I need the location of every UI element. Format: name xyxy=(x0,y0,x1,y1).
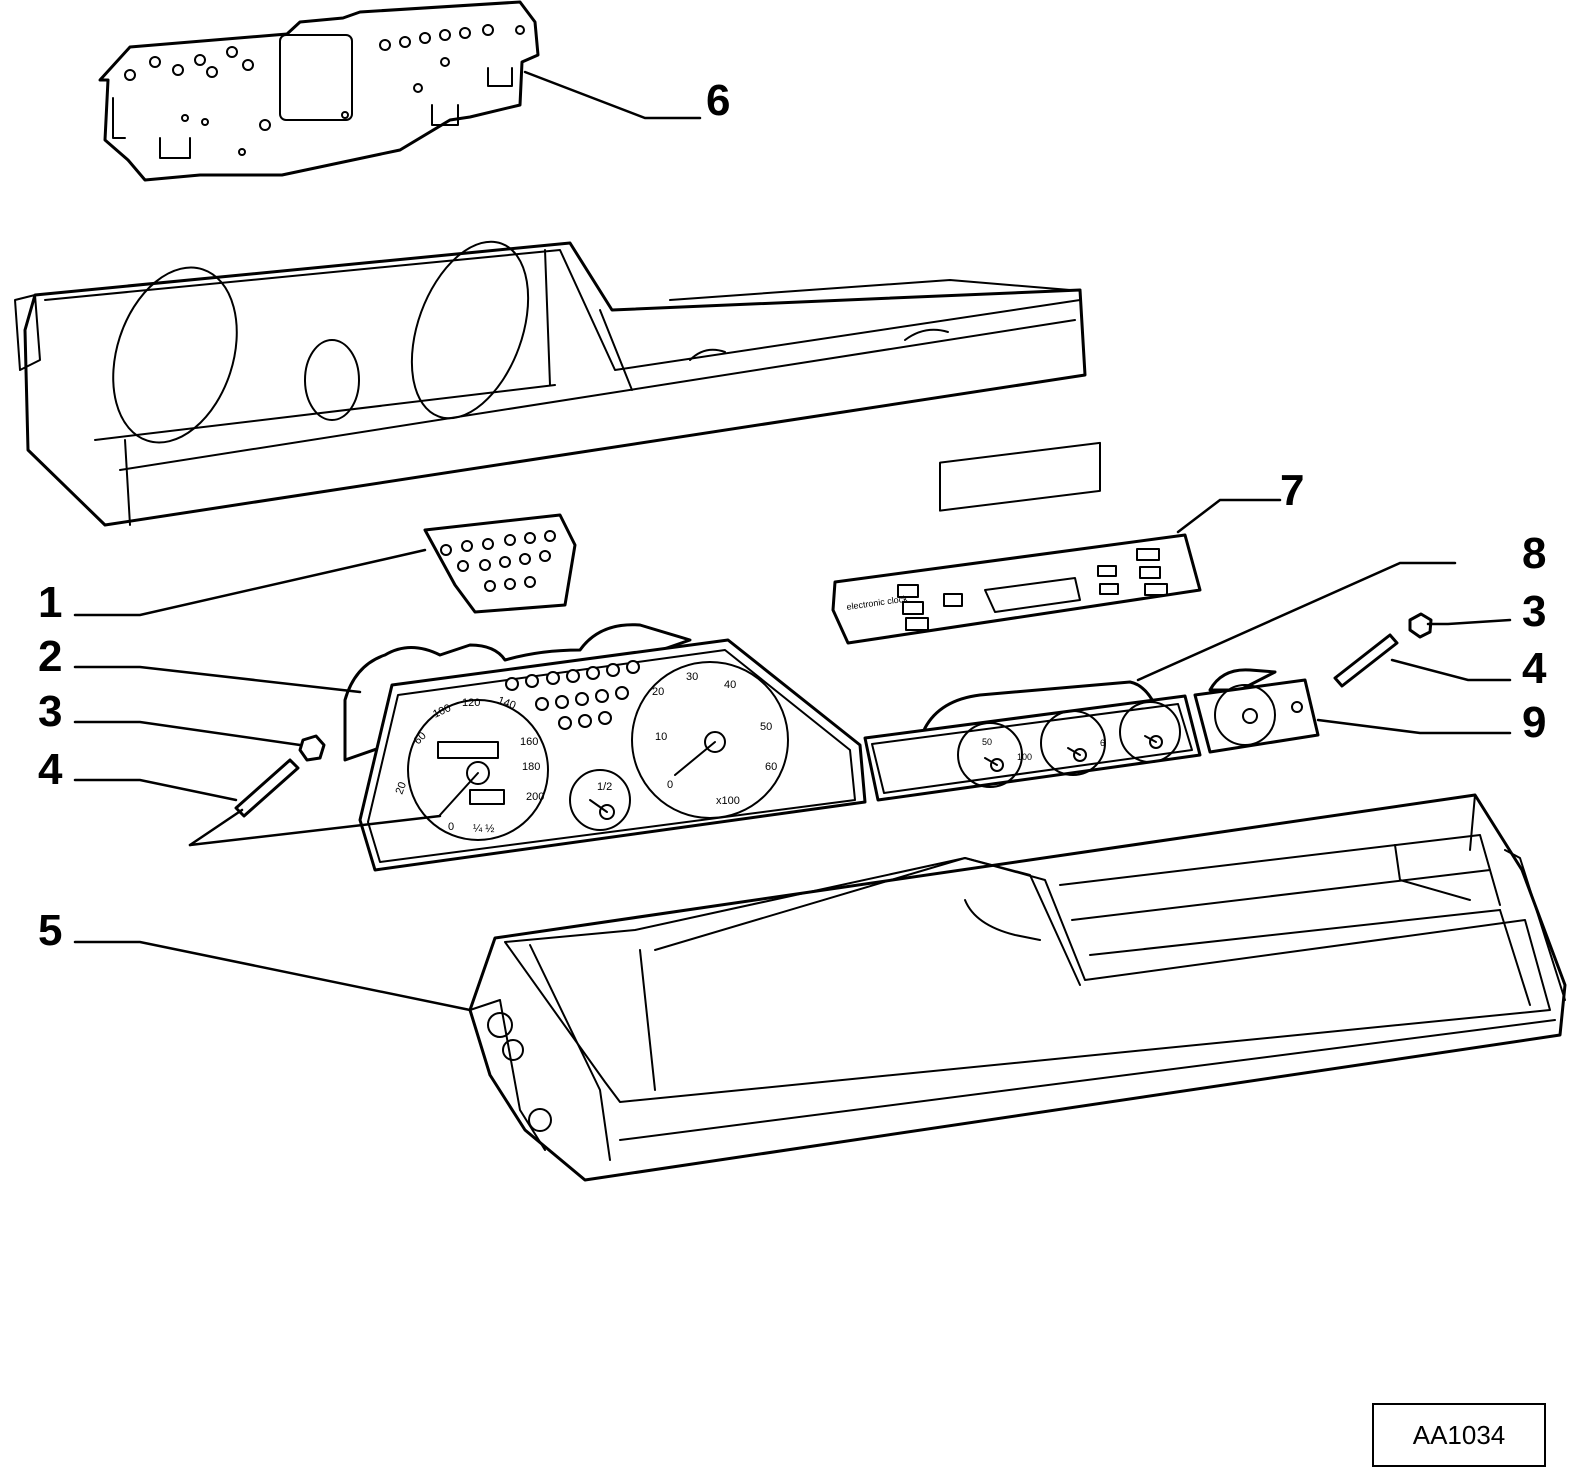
drawing-reference-code: AA1034 xyxy=(1372,1403,1546,1467)
instrument-cluster: 20 60 100 120 140 160 180 200 0 ¼ ½ 20 3… xyxy=(343,623,867,872)
svg-text:160: 160 xyxy=(520,736,538,748)
svg-text:40: 40 xyxy=(724,679,736,691)
callout-5: 5 xyxy=(38,906,62,955)
callout-1: 1 xyxy=(38,578,62,627)
callout-2: 2 xyxy=(38,632,62,681)
callout-3-right: 3 xyxy=(1522,587,1546,636)
bulb-holder-right xyxy=(1408,612,1433,639)
svg-text:120: 120 xyxy=(462,697,480,709)
instrument-housing xyxy=(14,240,1087,527)
callout-labels: 6 7 1 8 3 2 4 3 9 4 5 xyxy=(38,76,1547,955)
callout-4-right: 4 xyxy=(1522,644,1547,693)
callout-8: 8 xyxy=(1522,529,1546,578)
pcb-holes xyxy=(124,24,525,156)
svg-text:¼ ½: ¼ ½ xyxy=(473,823,494,835)
clock xyxy=(1193,668,1320,754)
bulb-left xyxy=(234,758,300,818)
svg-text:60: 60 xyxy=(765,761,777,773)
warning-light-holes xyxy=(440,530,556,592)
electronic-clock-panel: electronic clock xyxy=(831,441,1202,645)
callout-3-left: 3 xyxy=(38,687,62,736)
bulb-right xyxy=(1333,633,1399,688)
svg-text:10: 10 xyxy=(655,731,667,743)
svg-text:100: 100 xyxy=(1017,752,1032,762)
callout-6: 6 xyxy=(706,76,730,125)
callout-7: 7 xyxy=(1280,466,1304,515)
callout-4-left: 4 xyxy=(38,745,63,794)
svg-text:50: 50 xyxy=(760,721,772,733)
svg-text:20: 20 xyxy=(394,780,409,796)
svg-text:200: 200 xyxy=(526,791,544,803)
bulb-holder-left xyxy=(298,734,326,762)
svg-text:140: 140 xyxy=(496,695,517,713)
tacho-multiplier-label: x100 xyxy=(716,795,740,807)
svg-text:20: 20 xyxy=(652,686,664,698)
svg-text:30: 30 xyxy=(686,671,698,683)
warning-light-cover xyxy=(423,513,577,614)
svg-text:1/2: 1/2 xyxy=(597,781,612,793)
svg-text:180: 180 xyxy=(522,761,540,773)
front-bezel xyxy=(468,793,1567,1182)
leader-lines xyxy=(73,70,1512,1012)
printed-circuit-board xyxy=(98,0,540,182)
callout-9: 9 xyxy=(1522,698,1546,747)
svg-text:0: 0 xyxy=(448,821,454,833)
cluster-warning-holes xyxy=(505,660,640,730)
svg-text:0: 0 xyxy=(667,779,673,791)
svg-text:50: 50 xyxy=(982,737,992,747)
svg-text:6: 6 xyxy=(1100,738,1105,748)
auxiliary-gauges: 50 100 6 xyxy=(863,680,1202,802)
